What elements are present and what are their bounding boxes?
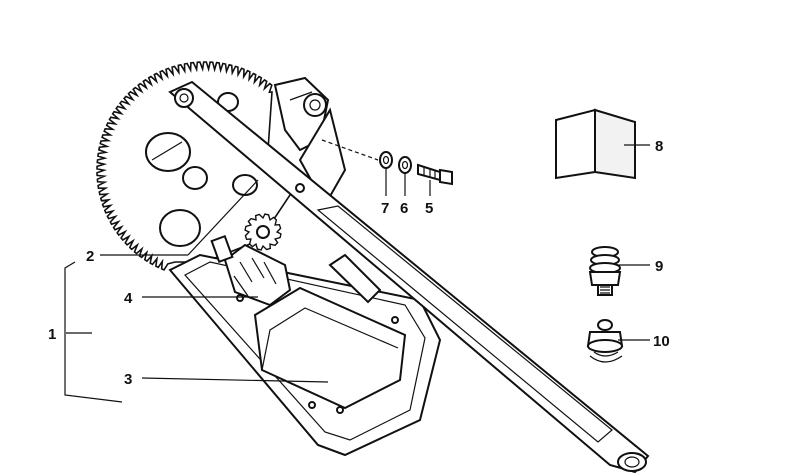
motor-plate — [168, 253, 442, 457]
gear-hole-mid — [182, 166, 208, 190]
roller-10 — [586, 319, 624, 363]
gear-hole-bottom — [159, 209, 201, 247]
callout-7: 7 — [381, 200, 389, 217]
callout-5: 5 — [425, 200, 433, 217]
callout-2: 2 — [86, 248, 94, 265]
spring-9 — [588, 246, 622, 296]
callout-1: 1 — [48, 326, 56, 343]
callout-3: 3 — [124, 371, 132, 388]
lifting-arm — [168, 80, 650, 473]
bolt-set — [321, 139, 453, 186]
callout-4: 4 — [124, 290, 133, 307]
leader-lines — [64, 144, 650, 403]
angle-bracket-8 — [555, 108, 636, 180]
small-pinion-gear — [244, 213, 282, 251]
callout-9: 9 — [655, 258, 663, 275]
washer-6 — [398, 156, 412, 174]
drive-pinion — [210, 234, 292, 307]
callout-10: 10 — [653, 333, 670, 350]
gear-sector — [96, 61, 302, 271]
gear-hole-right — [232, 174, 258, 196]
washer-7 — [379, 151, 393, 169]
bolt-5 — [417, 163, 441, 182]
callout-8: 8 — [655, 138, 663, 155]
callout-6: 6 — [400, 200, 408, 217]
mounting-bracket — [273, 76, 347, 208]
gear-hole-top — [145, 132, 191, 172]
